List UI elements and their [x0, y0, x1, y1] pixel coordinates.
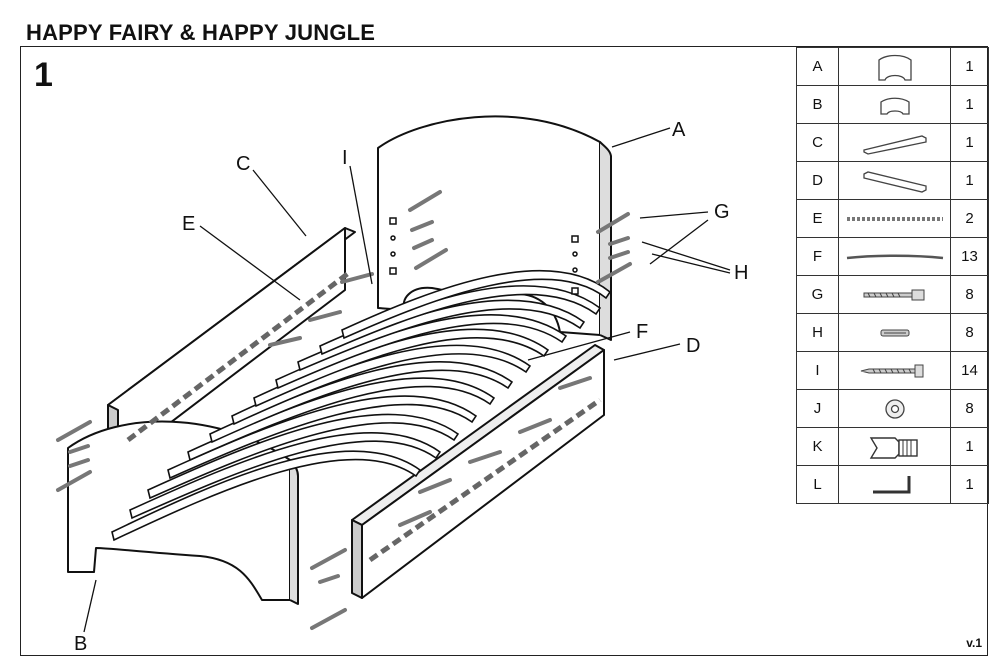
step-number: 1	[34, 56, 53, 94]
screw-icon	[839, 363, 950, 379]
part-qty: 8	[950, 275, 989, 314]
parts-row: J 8	[796, 389, 989, 428]
part-letter: C	[796, 123, 839, 162]
parts-row: H 8	[796, 313, 989, 352]
part-letter: G	[796, 275, 839, 314]
slats-group	[111, 269, 612, 542]
callout-a: A	[672, 119, 686, 141]
part-qty: 14	[950, 351, 989, 390]
callout-b: B	[74, 633, 87, 654]
slat-support-strip-icon	[839, 214, 950, 224]
bolts-group	[56, 190, 632, 630]
part-qty: 13	[950, 237, 989, 276]
callout-i: I	[342, 147, 348, 169]
slat-support-strips	[126, 270, 602, 563]
part-letter: H	[796, 313, 839, 352]
parts-row: I 14	[796, 351, 989, 390]
callout-g: G	[714, 201, 730, 223]
document-title: HAPPY FAIRY & HAPPY JUNGLE	[26, 20, 376, 45]
callout-c: C	[236, 153, 250, 175]
parts-row: A 1	[796, 47, 989, 86]
callout-d: D	[686, 335, 700, 357]
parts-row: E 2	[796, 199, 989, 238]
footboard-icon	[839, 92, 950, 118]
allen-key-icon	[839, 472, 950, 498]
part-qty: 1	[950, 161, 989, 200]
part-letter: A	[796, 47, 839, 86]
side-rail-right-end	[351, 519, 363, 599]
footboard-edge	[289, 459, 299, 605]
version-label: v.1	[966, 636, 982, 650]
part-letter: E	[796, 199, 839, 238]
part-letter: K	[796, 427, 839, 466]
assembly-drawing: A B C D E F G H I	[56, 115, 748, 654]
part-qty: 1	[950, 47, 989, 86]
part-letter: L	[796, 465, 839, 504]
side-rail-left-icon	[839, 130, 950, 156]
parts-list: A 1 B 1 C 1 D 1 E 2 F 13 G	[796, 47, 989, 504]
parts-row: L 1	[796, 465, 989, 504]
callout-e: E	[182, 213, 195, 235]
headboard-holes	[389, 217, 579, 295]
part-letter: D	[796, 161, 839, 200]
bolt-icon	[839, 287, 950, 303]
headboard-part	[377, 115, 601, 336]
callout-h: H	[734, 262, 748, 284]
barrel-nut-icon	[839, 327, 950, 339]
part-letter: I	[796, 351, 839, 390]
slat-icon	[839, 252, 950, 262]
part-qty: 8	[950, 313, 989, 352]
parts-row: B 1	[796, 85, 989, 124]
part-letter: J	[796, 389, 839, 428]
part-qty: 2	[950, 199, 989, 238]
parts-row: G 8	[796, 275, 989, 314]
parts-row: F 13	[796, 237, 989, 276]
cam-lock-icon	[839, 434, 950, 460]
headboard-icon	[839, 52, 950, 82]
washer-icon	[839, 397, 950, 421]
parts-row: D 1	[796, 161, 989, 200]
part-letter: F	[796, 237, 839, 276]
part-qty: 1	[950, 123, 989, 162]
part-qty: 1	[950, 85, 989, 124]
callout-f: F	[636, 321, 648, 343]
part-qty: 1	[950, 465, 989, 504]
parts-row: C 1	[796, 123, 989, 162]
part-qty: 8	[950, 389, 989, 428]
side-rail-right-icon	[839, 168, 950, 194]
part-letter: B	[796, 85, 839, 124]
headboard-edge	[599, 141, 612, 341]
part-qty: 1	[950, 427, 989, 466]
parts-row: K 1	[796, 427, 989, 466]
leader-lines	[83, 127, 731, 633]
